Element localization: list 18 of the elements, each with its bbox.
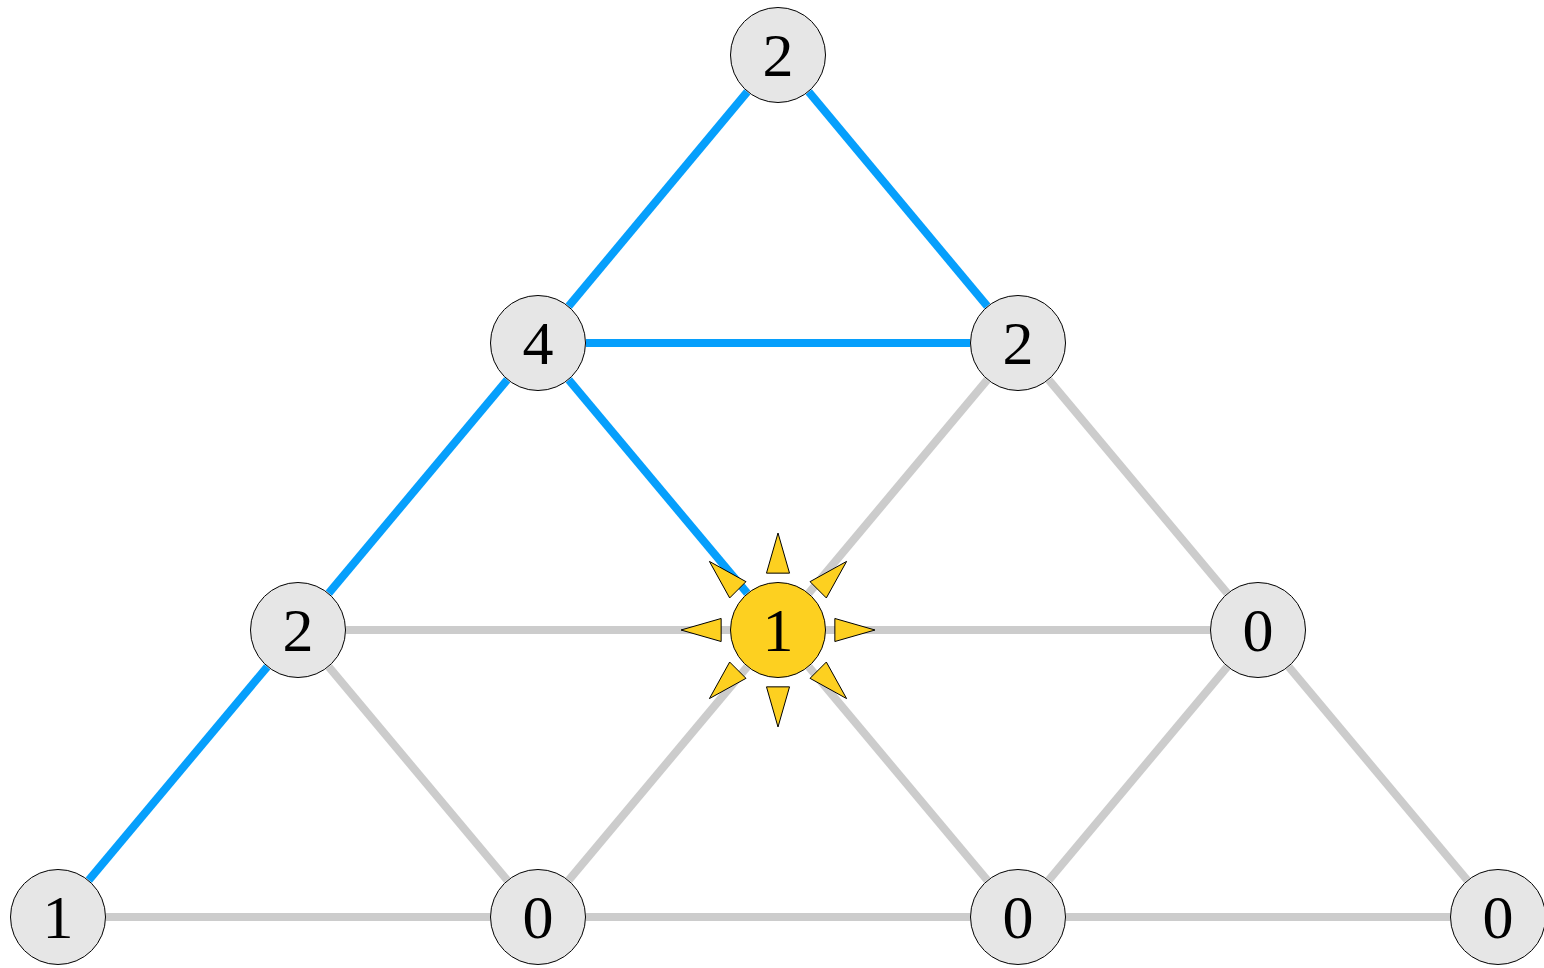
- connector-line: [85, 664, 271, 883]
- connector-line: [346, 626, 730, 634]
- connector-line: [805, 664, 991, 883]
- connector-line: [1045, 664, 1231, 883]
- connector-line: [805, 89, 991, 309]
- connector-line: [325, 377, 511, 596]
- connector-line: [565, 89, 751, 309]
- connector-line: [1066, 913, 1450, 921]
- connector-line: [1285, 664, 1471, 883]
- connector-line: [805, 377, 991, 596]
- connector-line: [586, 913, 970, 921]
- connector-line: [325, 664, 511, 883]
- connector-line: [586, 339, 970, 347]
- connector-line: [1045, 377, 1231, 596]
- connector-line: [826, 626, 1210, 634]
- connector-line: [565, 377, 751, 596]
- connector-line: [106, 913, 490, 921]
- connector-line: [565, 664, 751, 883]
